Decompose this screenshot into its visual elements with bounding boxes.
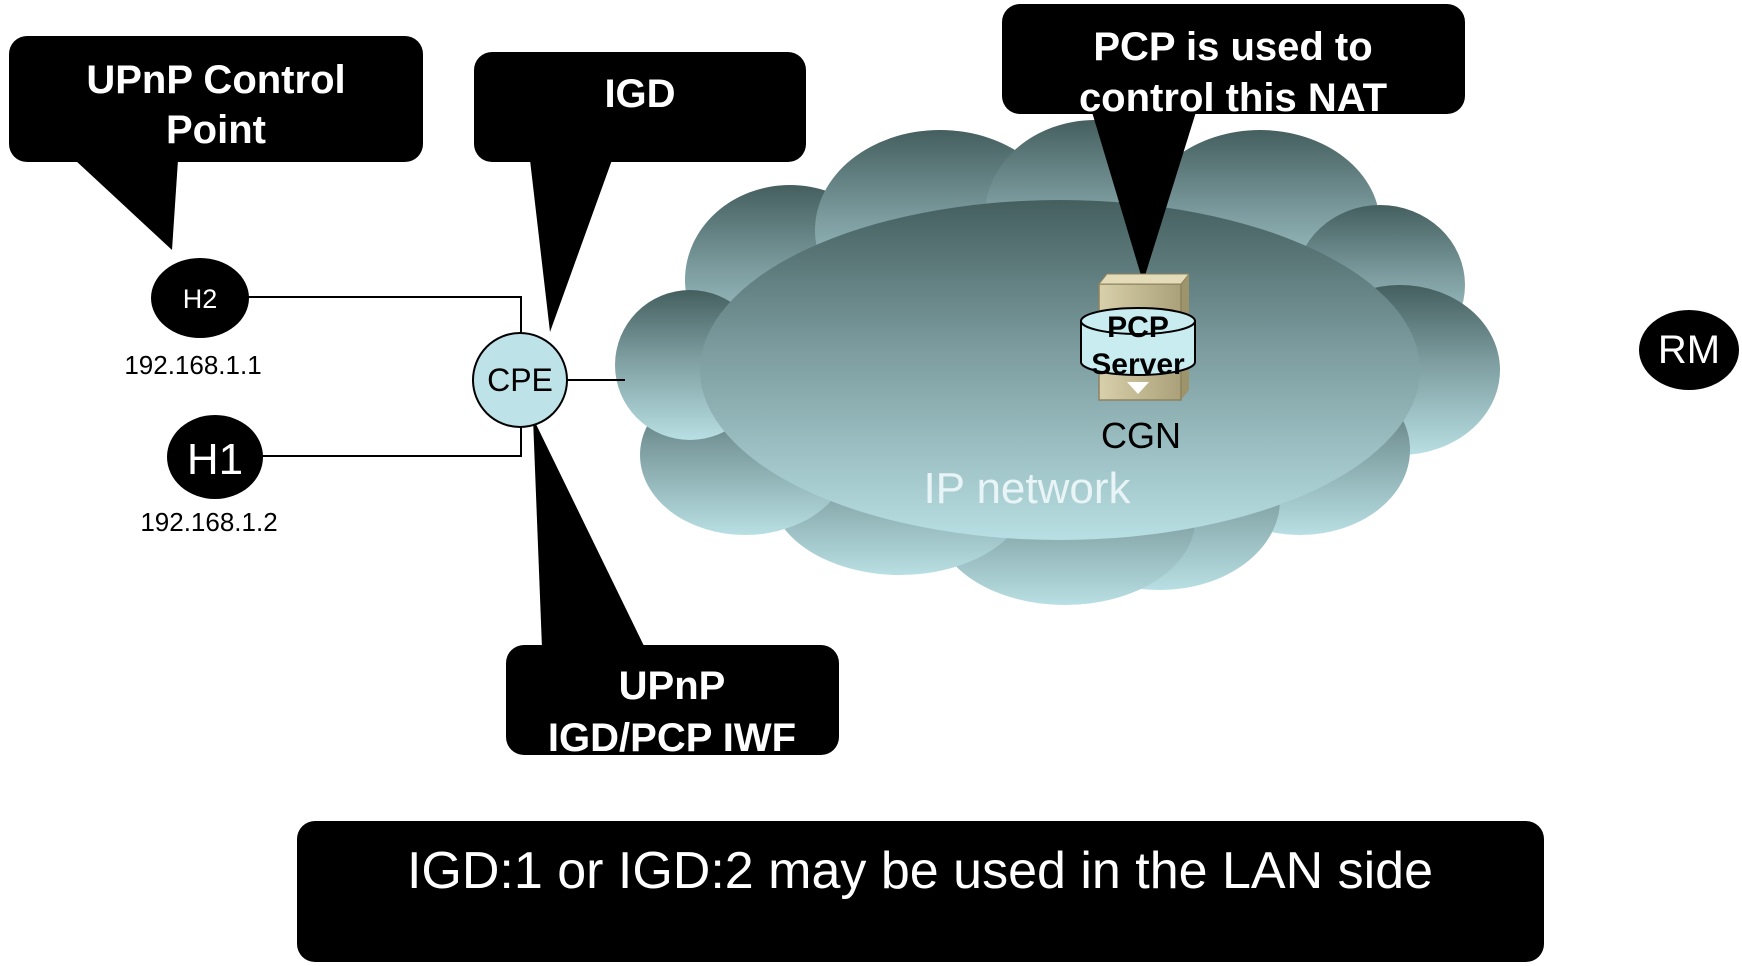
- host-h2-ip: 192.168.1.1: [124, 350, 261, 380]
- cpe-label: CPE: [487, 362, 553, 398]
- lan-side-banner-text: IGD:1 or IGD:2 may be used in the LAN si…: [407, 842, 1433, 900]
- rm-label: RM: [1658, 328, 1720, 372]
- rm-node: RM: [1639, 310, 1739, 390]
- lan-side-banner: IGD:1 or IGD:2 may be used in the LAN si…: [297, 821, 1544, 962]
- host-h1-ip: 192.168.1.2: [140, 507, 277, 537]
- host-h2: H2: [151, 258, 249, 338]
- pcp-server-label-line1: PCP: [1107, 311, 1169, 344]
- ip-network-cloud: IP network: [615, 120, 1500, 605]
- callout-pcp-control-line1: PCP is used to: [1093, 25, 1372, 69]
- pcp-server-label-line2: Server: [1091, 348, 1185, 381]
- link-h1-cpe: [258, 426, 522, 457]
- server-icon: [1080, 273, 1196, 401]
- ip-network-label: IP network: [923, 464, 1131, 513]
- callout-igd-label: IGD: [604, 72, 675, 116]
- host-h2-label: H2: [183, 284, 218, 314]
- callout-upnp-control-point-line1: UPnP Control: [86, 58, 345, 102]
- callout-upnp-control-point-line2: Point: [166, 108, 266, 152]
- callout-upnp-iwf: UPnP IGD/PCP IWF: [506, 418, 839, 760]
- pcp-server: PCP Server CGN: [1080, 273, 1196, 456]
- callout-upnp-iwf-line2: IGD/PCP IWF: [548, 716, 796, 760]
- callout-pcp-control: PCP is used to control this NAT: [1002, 4, 1465, 282]
- link-h2-cpe: [240, 296, 522, 333]
- host-h1-label: H1: [187, 435, 243, 484]
- callout-upnp-control-point: UPnP Control Point: [9, 36, 423, 250]
- cpe-node: CPE: [472, 332, 568, 428]
- host-h1: H1: [167, 415, 263, 499]
- cgn-label: CGN: [1101, 415, 1181, 456]
- callout-upnp-iwf-line1: UPnP: [619, 664, 726, 708]
- callout-igd: IGD: [474, 52, 806, 332]
- callout-pcp-control-line2: control this NAT: [1079, 76, 1387, 120]
